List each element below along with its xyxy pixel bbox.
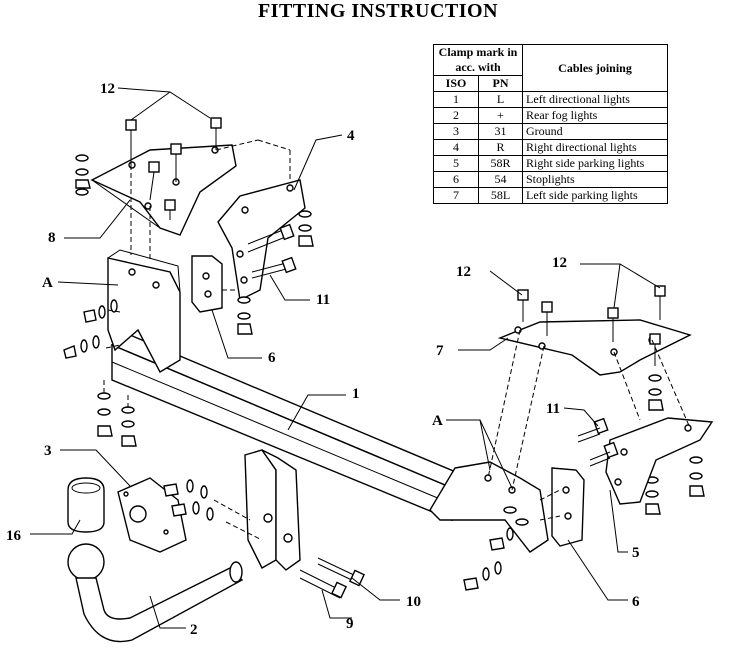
label-2: 2	[190, 622, 198, 638]
label-9: 9	[346, 616, 354, 632]
bolt-set-11-left	[247, 223, 297, 279]
bolt-set-12-left	[125, 117, 222, 220]
washer-nut-stack-right	[645, 374, 705, 515]
bolt-set-9-10	[299, 557, 365, 599]
leader-lines	[30, 87, 661, 629]
washer-nut-stack-4	[298, 210, 314, 247]
tow-ball-2	[67, 543, 244, 643]
legend-desc: Right directional lights	[522, 139, 668, 156]
ball-cap-16	[67, 477, 105, 533]
left-side-bracket	[107, 249, 181, 373]
bolt-set-12-right	[517, 285, 666, 366]
page-title: FITTING INSTRUCTION	[257, 0, 499, 22]
vertical-bracket-4	[217, 179, 306, 302]
bolt-set-11-right	[577, 417, 619, 467]
legend-desc: Left side parking lights	[522, 187, 668, 204]
washer-nut-stack-a-right	[463, 506, 529, 591]
label-a-right: A	[432, 413, 443, 429]
label-6-left: 6	[268, 350, 276, 366]
label-5: 5	[632, 545, 640, 561]
assembly-guide-lines	[103, 139, 691, 541]
label-a-left: A	[42, 275, 53, 291]
legend-iso: 4	[432, 139, 480, 156]
label-16: 16	[6, 528, 22, 544]
label-3: 3	[44, 443, 52, 459]
socket-plate-3	[117, 477, 187, 553]
label-1: 1	[352, 386, 360, 402]
label-7: 7	[436, 343, 444, 359]
washer-nut-stack-center	[163, 479, 214, 521]
header-clamp-mark: Clamp mark in acc. with	[433, 44, 523, 76]
label-6-right: 6	[632, 594, 640, 610]
legend-desc: Rear fog lights	[522, 107, 668, 124]
spacer-plate-6-left	[191, 255, 253, 335]
label-12-right-left: 12	[456, 264, 471, 280]
label-4: 4	[347, 128, 355, 144]
ball-mount-plate	[244, 449, 301, 571]
spacer-plate-6-right	[551, 467, 585, 547]
legend-row: 2+Rear fog lights	[432, 107, 668, 124]
legend-pn: 58R	[478, 155, 523, 172]
vertical-bracket-5	[605, 417, 714, 505]
header-pn: PN	[478, 75, 523, 92]
legend-desc: Right side parking lights	[522, 155, 668, 172]
top-right-mounting-plate-7	[497, 319, 692, 376]
cable-legend-table: Clamp mark in acc. with Cables joining I…	[432, 44, 668, 204]
washer-nut-stack-left	[75, 154, 91, 196]
washer-nut-stack-bottom-left	[97, 392, 137, 447]
label-11-right: 11	[546, 401, 560, 417]
label-12-top-left: 12	[100, 81, 115, 97]
part-labels: 12 4 8 A 11 6 1 3 16 2 9 10 12 12 7 A 11…	[6, 81, 640, 638]
legend-iso: 7	[432, 187, 480, 204]
label-8: 8	[48, 230, 56, 246]
washer-nut-stack-a-left	[63, 299, 118, 359]
label-12-right: 12	[552, 255, 567, 271]
label-11-left: 11	[316, 292, 330, 308]
label-10: 10	[406, 594, 421, 610]
